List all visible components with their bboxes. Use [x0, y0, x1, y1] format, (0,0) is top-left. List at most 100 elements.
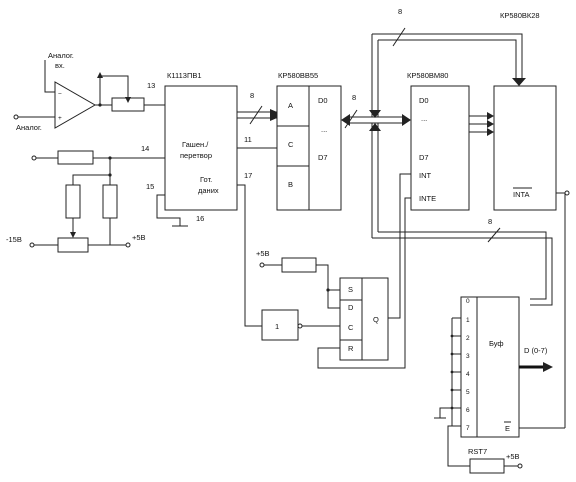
opamp-input-stage: − + Аналог. вх. Аналог. 13 — [13, 51, 165, 132]
divider-resistor-right — [102, 184, 118, 219]
controller-inta-label: INTA — [513, 190, 530, 199]
input-divider-stage: 14 -15В +5В — [6, 144, 165, 253]
adc-chip: К1113ПВ1 Гашен./ перетвор Гот. даних 15 … — [146, 71, 252, 227]
inte-to-reset-wire — [317, 197, 411, 369]
plus5-label: +5В — [132, 233, 146, 242]
cpu-to-buffer-bus: 8 — [372, 217, 553, 306]
adc-body — [164, 85, 238, 211]
buffer-chip: Буф E D (0-7) — [460, 193, 566, 438]
minus15-label: -15В — [6, 235, 22, 244]
adc-function-label-2: перетвор — [180, 151, 212, 160]
pin-11-label: 11 — [244, 135, 252, 144]
pin7-wire — [447, 425, 470, 467]
top-bus-inner — [378, 39, 517, 80]
buffer-label: Буф — [489, 339, 504, 348]
pin-16-label: 16 — [196, 214, 204, 223]
buffer-bus-inner — [378, 231, 547, 300]
adc-function-label: Гашен./ — [182, 140, 209, 149]
d-wire — [327, 290, 340, 309]
ppi-dots-label: ... — [321, 125, 327, 134]
controller-part-label: КР580ВК28 — [500, 11, 540, 20]
ppi-cpu-data-bus: 8 — [341, 34, 411, 238]
flipflop-q-label: Q — [373, 315, 379, 324]
pin15-16-ground-wire — [156, 194, 181, 226]
trimmer-wiper-arrow — [70, 232, 76, 238]
input-resistor — [57, 150, 94, 165]
buffer-pins: 0 1 2 3 4 5 6 7 RST7 +5В — [434, 298, 523, 474]
junction-dot — [450, 334, 454, 338]
cpu-dots-label: ... — [421, 114, 427, 123]
inta-terminal — [564, 190, 570, 196]
ctrl-arrow — [487, 112, 494, 120]
flipflop-power: +5В — [256, 249, 340, 309]
buffer-pin-7: 7 — [466, 425, 470, 432]
plus5-label-c: +5В — [506, 452, 520, 461]
cpu-part-label: КР580ВМ80 — [407, 71, 448, 80]
input-terminal — [31, 155, 37, 161]
bus-arrow-up — [369, 123, 381, 131]
bus-arrow — [270, 109, 277, 121]
bus-slash — [249, 105, 263, 125]
ppi-port-a-label: A — [288, 101, 293, 110]
opamp-plus-sign: + — [58, 115, 62, 122]
ctrl-arrow — [487, 128, 494, 136]
opamp-inverting-wire — [44, 72, 55, 93]
top-bus: 8 — [372, 7, 526, 86]
cpu-to-controller-lines — [469, 112, 494, 136]
potentiometer-wiper-arrow — [125, 97, 131, 103]
data-bus-width: 8 — [352, 93, 356, 102]
flipflop-s-label: S — [348, 285, 353, 294]
inverter-label: 1 — [275, 322, 279, 331]
flipflop-c-label: C — [348, 323, 354, 332]
top-bus-width: 8 — [398, 7, 402, 16]
buffer-bus-outer — [372, 237, 553, 306]
flipflop-chip: S D C R Q — [317, 173, 411, 369]
buffer-pin-1: 1 — [466, 317, 470, 324]
inverter-bubble — [297, 323, 303, 329]
adc-part-label: К1113ПВ1 — [167, 71, 202, 80]
ppi-d7-label: D7 — [318, 153, 328, 162]
buffer-pin-0: 0 — [466, 298, 470, 305]
divider-resistor-left — [65, 184, 81, 219]
set-wire — [316, 264, 340, 291]
ready-signal-path: 1 — [237, 184, 340, 341]
cpu-body — [410, 85, 470, 211]
inverter-body — [261, 309, 299, 341]
buffer-pin-6: 6 — [466, 407, 470, 414]
trimmer-resistor — [57, 237, 89, 253]
bus-slash — [344, 109, 358, 129]
cpu-d0-label: D0 — [419, 96, 429, 105]
analog-ground-terminal — [13, 114, 19, 120]
plus5-terminal-c — [517, 463, 523, 469]
cpu-int-label: INT — [419, 171, 432, 180]
bus-slash — [392, 27, 406, 47]
trimmer-right-wire — [85, 218, 111, 246]
cpu-chip: КР580ВМ80 D0 ... D7 INT INTE — [407, 71, 470, 211]
feedback-wire — [99, 75, 129, 105]
buffer-pin-3: 3 — [466, 353, 470, 360]
buffer-pin-4: 4 — [466, 371, 470, 378]
buffer-output-arrow — [543, 362, 553, 372]
bus-slash — [487, 227, 501, 243]
ppi-port-b-label: B — [288, 180, 293, 189]
adc-ready-label: Гот. — [200, 175, 212, 184]
analog-input-label-2: вх. — [55, 61, 65, 70]
divider-wire — [72, 158, 111, 185]
plus5-terminal-b — [259, 262, 265, 268]
ppi-part-label: КР580ВВ55 — [278, 71, 318, 80]
buffer-body — [460, 296, 520, 438]
flipflop-r-label: R — [348, 344, 354, 353]
bus-arrow-down — [369, 110, 381, 118]
buffer-enable-label: E — [505, 424, 510, 433]
pin-15-label: 15 — [146, 182, 154, 191]
minus15-terminal — [29, 242, 35, 248]
junction-dot — [450, 388, 454, 392]
analog-input-label: Аналог. — [48, 51, 74, 60]
adc-bus-width: 8 — [250, 91, 254, 100]
q-to-int-wire — [388, 173, 411, 319]
ppi-chip: КР580ВВ55 A C B D0 ... D7 — [276, 71, 342, 211]
top-bus-arrow — [512, 78, 526, 86]
bus-arrow-left — [341, 114, 350, 126]
controller-chip: КР580ВК28 INTA — [493, 11, 570, 211]
